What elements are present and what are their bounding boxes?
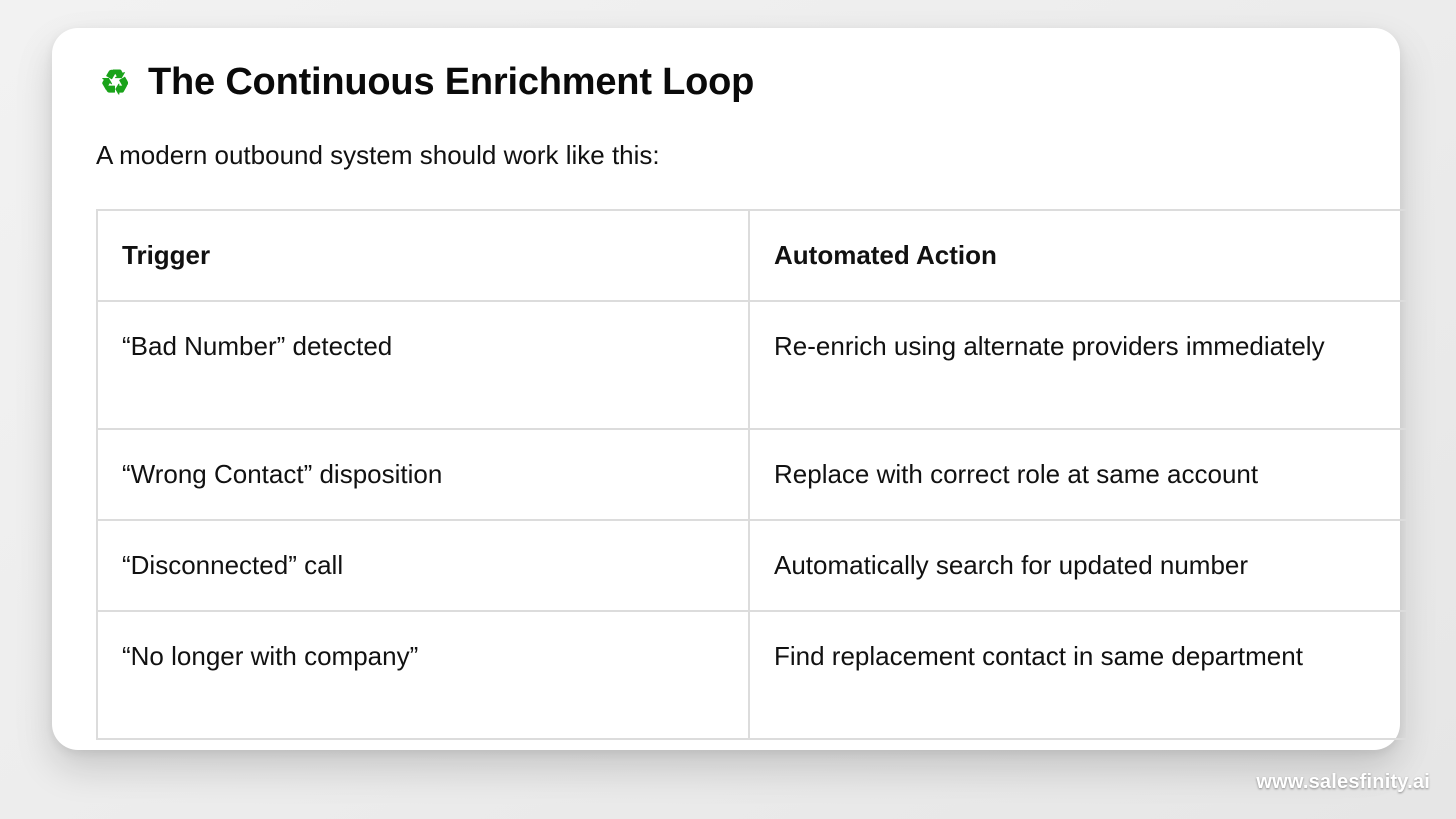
cell-automated-action: Replace with correct role at same accoun… [748,428,1408,522]
cell-automated-action: Find replacement contact in same departm… [748,610,1408,741]
column-header-automated-action: Automated Action [748,209,1408,303]
cell-trigger: “No longer with company” [96,610,750,741]
enrichment-loop-card: ♻ The Continuous Enrichment Loop A moder… [52,28,1408,750]
cell-trigger: “Bad Number” detected [96,300,750,431]
table-row: “Bad Number” detected Re-enrich using al… [96,300,1408,431]
table-body: “Bad Number” detected Re-enrich using al… [96,300,1408,741]
cell-automated-action: Automatically search for updated number [748,519,1408,613]
column-header-trigger: Trigger [96,209,750,303]
page-title-text: The Continuous Enrichment Loop [148,61,755,103]
recycling-icon: ♻ [99,63,131,102]
cell-automated-action: Re-enrich using alternate providers imme… [748,300,1408,431]
site-watermark: www.salesfinity.ai [1256,771,1430,793]
table-header: Trigger Automated Action [96,209,1408,303]
intro-text: A modern outbound system should work lik… [96,139,660,170]
page-title: ♻ The Continuous Enrichment Loop [96,46,1356,106]
enrichment-table: Trigger Automated Action “Bad Number” de… [96,209,1408,741]
table-row: “No longer with company” Find replacemen… [96,610,1408,741]
cell-trigger: “Wrong Contact” disposition [96,428,750,522]
table-container: Trigger Automated Action “Bad Number” de… [96,209,1408,741]
cell-trigger: “Disconnected” call [96,519,750,613]
table-row: “Disconnected” call Automatically search… [96,519,1408,613]
table-header-row: Trigger Automated Action [96,209,1408,303]
table-row: “Wrong Contact” disposition Replace with… [96,428,1408,522]
